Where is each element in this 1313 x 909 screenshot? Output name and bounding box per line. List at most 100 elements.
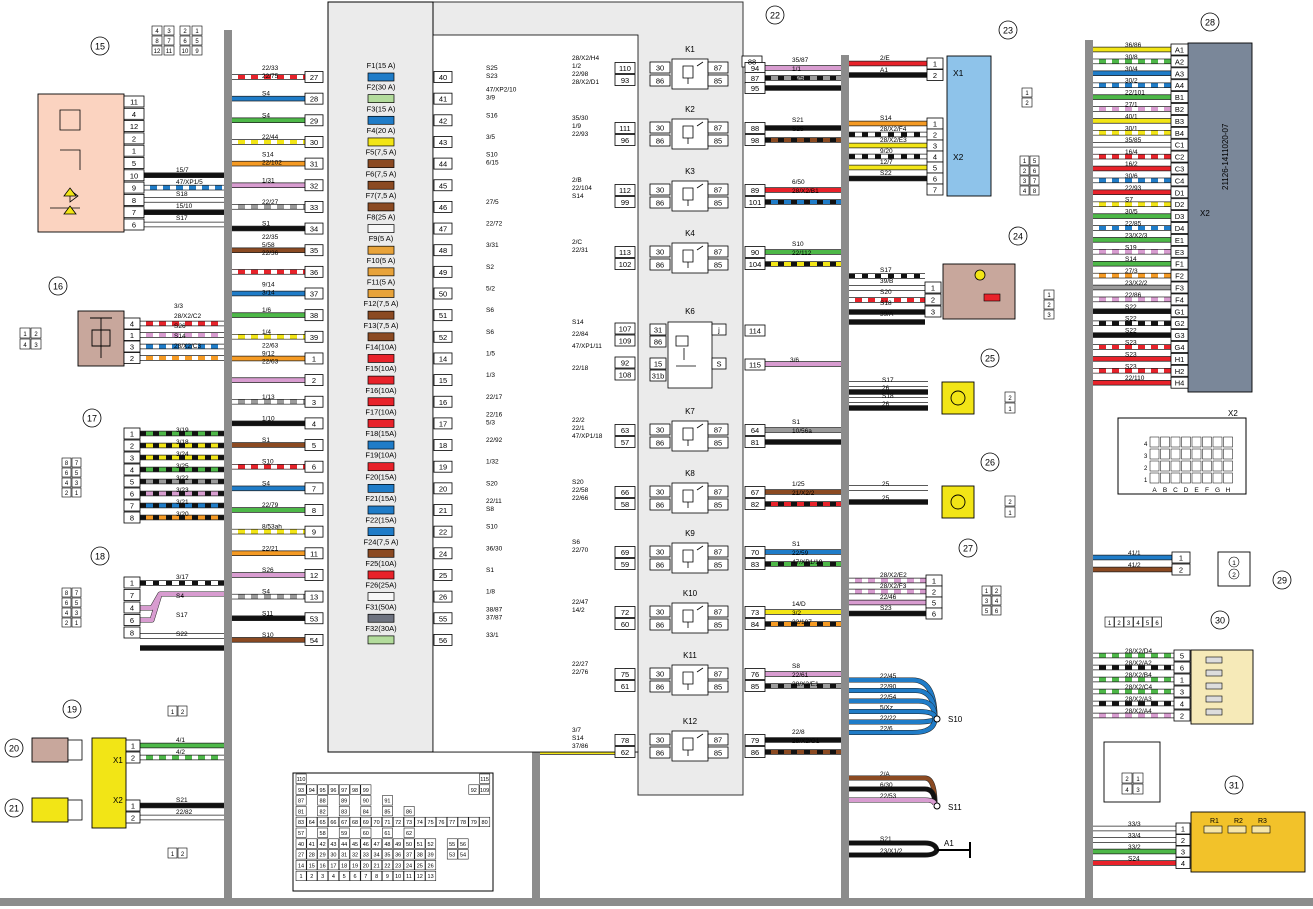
c15-wire-label: 15/10 [176,203,193,210]
pin-map-cell [371,838,383,849]
ecu-connector-row-label: 4 [1144,442,1148,448]
module-31-resistor [1203,825,1223,834]
fuse-left-pin-number: 39 [310,333,318,342]
ecu-pin [1170,281,1189,294]
fuse-label: F18(15A) [365,429,397,438]
module-20-connector [67,739,83,761]
c24-connector-cell [1043,289,1055,300]
mini-connector-cell [177,705,188,717]
c30-connector-cell [1152,616,1162,628]
relay-out-pin-number: 95 [751,84,759,93]
pin-map-label: 55 [449,842,455,848]
module-24-lamp [974,269,986,281]
fuse-right-wire-label: 47/XP2/10 [486,87,517,94]
relay-in-pin-number: 78 [621,736,629,745]
c23-connector-label: 2 [1025,101,1029,107]
fuse-left-pin [304,460,324,473]
pin-map-label: 2 [310,874,313,880]
relay-out-pin-number: 81 [751,438,759,447]
relay-out-wire-label: 22/112 [792,250,812,257]
pin-map-label: 26 [428,863,434,869]
pin-map-label: 28 [309,853,315,859]
fuse-right-pin-number: 22 [439,528,447,537]
pin-map-cell [479,773,491,784]
relay-in-pin [614,74,636,86]
c15-connector-label: 11 [166,49,173,55]
fuse-right-wire-label: 1/5 [486,350,495,357]
pin-map-cell [328,870,339,881]
fuse-left-pin-number: 29 [310,116,318,125]
pin-map-label: 10 [395,874,401,880]
component-18-label: 18 [95,552,105,562]
fuse-body [367,159,395,168]
component-29 [1272,570,1292,590]
c30-wire-label: 28/X2/A4 [1125,708,1152,715]
fuse-right-pin [433,504,453,516]
c30-connector-label: 6 [1155,621,1159,627]
fuse-body [367,332,395,342]
relay-pin [707,605,729,618]
ecu-wire-label: 30/2 [1125,78,1138,85]
module-19-x1-label: X1 [113,756,123,765]
fuse-left-pin-number: 36 [310,268,318,277]
relay-symbol [682,545,704,568]
c17-pin [123,475,141,488]
ecu-pin [1170,329,1189,342]
ecu-pin [1170,103,1189,115]
c18-connector-label: 3 [75,611,79,617]
fuse-left-pin [304,374,324,387]
relay-in-pin-number: 102 [619,260,632,269]
c17-connector-label: 2 [65,491,69,497]
relay-in-pin [614,486,636,498]
fuse-label: F13(7,5 A) [363,321,399,330]
relay-pin-number: 85 [714,501,722,510]
fuse-left-wire-label: 9/12 [262,350,275,357]
relay-out-pin [744,546,766,558]
c18-wire-label: S4 [176,593,184,600]
relay-in-pin [614,436,636,448]
fuse-left-pin [304,200,324,213]
s10-wire-label: 22/22 [880,715,897,722]
relay-in-wire-label: 35/30 [572,115,589,122]
fuse-left-pin [304,590,324,603]
pin-map-label: 42 [320,842,326,848]
fuse-body [367,375,395,385]
fuse-left-pin [304,395,324,408]
fuse-right-pin-number: 24 [439,549,447,558]
pin-map-cell [403,816,415,827]
relay-in-pin-number: 93 [621,76,629,85]
ecu-wire-label: S7 [1125,197,1133,204]
c18-connector-cell [61,587,72,598]
module-19-body [91,737,127,829]
fuse-right-wire-label: 1/32 [486,459,499,466]
c23-x1-pin [926,69,944,81]
c23-connector-cell-b [1029,185,1040,196]
c24-connector-cell [1043,309,1055,320]
fuse-right-wire-label: 3/31 [486,242,499,249]
c21-wire-label: 22/82 [176,809,193,816]
relay-in-pin-number: 57 [621,438,629,447]
relay-in-pin-number: 75 [621,670,629,679]
c31-connector-label: 3 [1136,788,1140,794]
pin-map-cell [414,816,426,827]
pin-map-cell [317,870,329,881]
s10-label: S10 [948,715,963,724]
c18-connector-cell [61,597,72,608]
c17-connector-label: 8 [65,461,69,467]
fuse-right-pin [433,222,453,235]
relay-out-wire-label: S8 [792,663,800,670]
ecu-pin-number: G4 [1174,343,1184,352]
c17-pin-number: 8 [130,514,134,523]
lamp-25-body [941,381,975,415]
c16-connector-cell [19,327,31,339]
fuse-label: F26(25A) [365,581,397,590]
relay-pin [649,558,671,571]
fuse-label: F1(15 A) [367,61,396,70]
c23-x2-wire-label: 12/7 [880,159,893,166]
relay-pin [649,423,671,436]
relay-in-pin-number: 108 [619,371,632,380]
fuse-left-wire-label: 22/63 [262,358,279,365]
fuse-left-pin [304,634,324,646]
relay-in-pin-number: 66 [621,488,629,497]
